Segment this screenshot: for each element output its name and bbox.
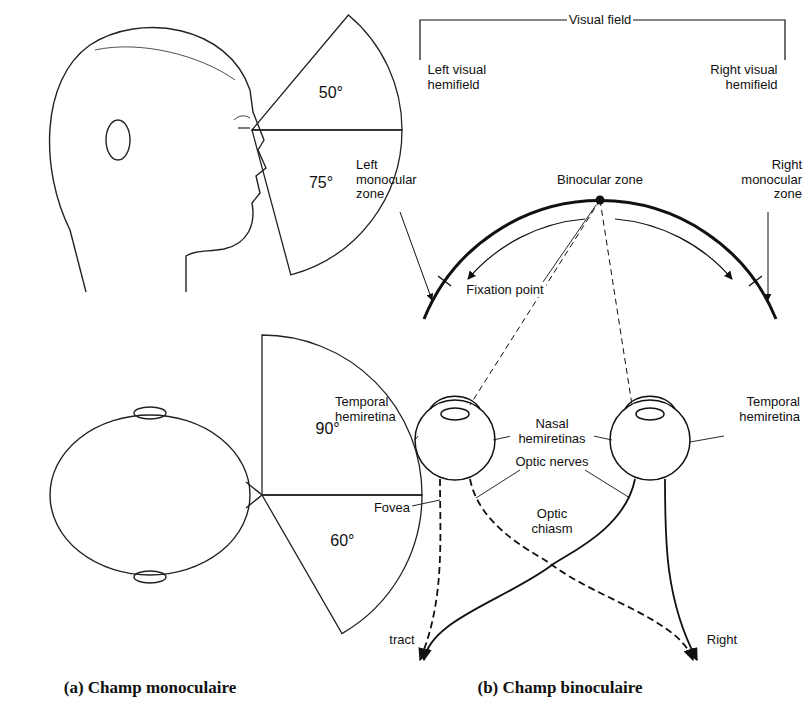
part-label: tract: [387, 633, 416, 648]
leader-lines: [412, 205, 724, 506]
angle-value: 90°: [316, 420, 340, 438]
part-label: Temporal hemiretina: [718, 395, 802, 425]
figure-caption: (a) Champ monoculaire: [62, 678, 239, 698]
eyes: [415, 396, 690, 480]
wedge-path: [262, 495, 422, 634]
field-wedge: 90°: [262, 335, 422, 495]
part-label: Optic chiasm: [522, 507, 582, 537]
angle-value: 50°: [319, 84, 343, 102]
part-label: Fixation point: [464, 283, 545, 298]
part-label: Right monocular zone: [728, 158, 804, 203]
wedge-path: [262, 335, 422, 495]
part-label: Fovea: [372, 501, 412, 516]
sight-lines: [470, 200, 632, 405]
part-label: Binocular zone: [555, 173, 645, 188]
wedge-outline: [252, 15, 402, 130]
part-label: Nasal hemiretinas: [510, 417, 594, 447]
part-label: Left visual hemifield: [426, 63, 515, 93]
wedge-path: [252, 130, 402, 275]
field-wedge: 60°: [262, 495, 422, 634]
part-label: Left monocular zone: [354, 158, 430, 203]
wedge-outline: [262, 335, 422, 495]
part-label: Right: [705, 633, 739, 648]
wedge-outline: [252, 130, 402, 275]
angle-value: 60°: [330, 532, 354, 550]
optic-pathways: [420, 479, 697, 660]
angle-value: 75°: [309, 174, 333, 192]
figure-caption: (b) Champ binoculaire: [476, 678, 645, 698]
head-top: [50, 407, 262, 583]
wedge-path: [252, 15, 402, 130]
part-label: Temporal hemiretina: [333, 395, 417, 425]
part-label: Right visual hemifield: [691, 63, 780, 93]
field-wedge: 50°: [252, 15, 402, 130]
wedge-outline: [262, 495, 422, 634]
part-label: Optic nerves: [514, 455, 591, 470]
part-label: Visual field: [567, 13, 634, 28]
head-side: [50, 28, 266, 292]
field-wedge: 75°: [252, 130, 402, 275]
